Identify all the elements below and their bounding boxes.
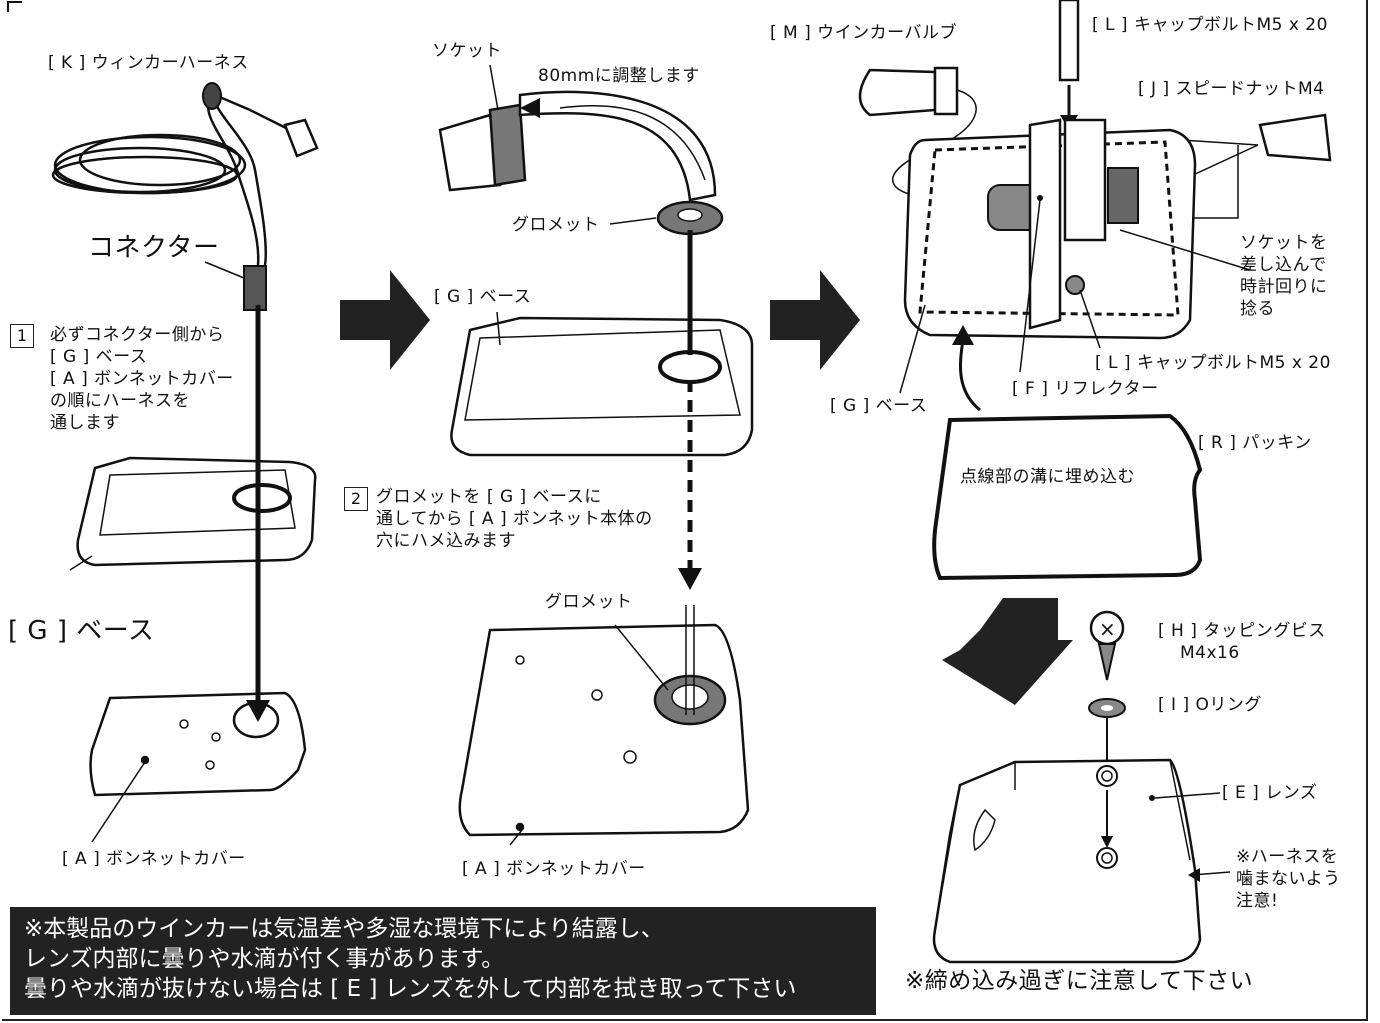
base-leader-1 [69,555,93,571]
base3-leader [899,304,926,394]
packing-note: 点線部の溝に埋め込む [960,467,1135,487]
step-1-text: 必ずコネクター側から [ G ] ベース [ A ] ボンネットカバー の順にハ… [50,324,234,434]
nut-label: [ J ] スピードナットM4 [1138,79,1325,99]
grommet-leader [609,217,657,225]
connector-leader [204,261,245,279]
socket-leader [489,64,499,111]
screw-body [1097,643,1117,681]
bolt-label-bottom: [ L ] キャップボルトM5 x 20 [1095,353,1331,373]
cover-leader-1 [91,761,146,843]
reflector-leader [1019,199,1041,373]
harness-caution-line: 注意! [1236,891,1279,911]
harness-socket [283,118,319,158]
notice-line: 曇りや水滴が抜けない場合は [ E ] レンズを外して内部を拭き取って下さい [24,976,797,1002]
grommet-arrow-head [678,568,702,590]
socket-note-line: 捻る [1240,299,1275,319]
cover-panel1 [89,691,307,797]
harness-drawing [51,93,291,266]
base-leader-2 [496,311,501,346]
screw-size: M4x16 [1180,643,1240,663]
grommet2-leader [614,624,669,691]
step-2-line: グロメットを [ G ] ベースに [376,487,602,507]
base-panel1 [76,456,317,567]
step-1-number: 1 [10,324,34,348]
step-2-line: 穴にハメ込みます [376,531,516,551]
svg-text:×: × [1099,617,1116,641]
grommet-label: グロメット [512,215,600,235]
corner-bracket [7,1,22,12]
bolt-top [1058,0,1080,82]
bulb-drawing [858,66,959,117]
step-1-line: 必ずコネクター側から [50,325,225,345]
next-arrow-1 [340,270,430,370]
connector-shape [243,265,267,311]
connector-label: コネクター [88,233,220,263]
next-arrow-2 [770,270,860,370]
packing-label: [ R ] パッキン [1198,433,1312,453]
base-panel2 [450,316,754,457]
lens-drawing [932,758,1202,964]
reflector-label: [ F ] リフレクター [1012,379,1159,399]
bolt-label-top: [ L ] キャップボルトM5 x 20 [1092,15,1328,35]
lens-leader [1154,792,1221,799]
step-2-number: 2 [344,487,368,511]
cover-label-1: [ A ] ボンネットカバー [62,849,246,869]
oring-label: [ I ] Oリング [1158,695,1262,715]
harness-grommet [202,82,222,110]
packing [932,413,1203,581]
step-2-text: グロメットを [ G ] ベースに 通してから [ A ] ボンネット本体の 穴… [376,486,653,552]
base-label-3: [ G ] ベース [830,396,928,416]
socket-note-line: 差し込んで [1240,255,1327,275]
harness-caution-line: 噛まないよう [1236,869,1341,889]
harness-caution-line: ※ハーネスを [1236,847,1339,867]
step-1-line: [ G ] ベース [50,347,148,367]
condensation-notice: ※本製品のウインカーは気温差や多湿な環境下により結露し、 レンズ内部に曇りや水滴… [10,907,876,1015]
step-2-line: 通してから [ A ] ボンネット本体の [376,509,653,529]
harness-arrow-head [246,700,270,722]
socket-leader-3 [1119,229,1251,271]
bulb-label: [ M ] ウインカーバルブ [770,23,957,43]
down-arrow [942,598,1073,705]
notice-line: レンズ内部に曇りや水滴が付く事があります。 [24,946,505,972]
notice-line: ※本製品のウインカーは気温差や多湿な環境下により結露し、 [24,916,664,942]
adjust-label: 80mmに調整します [538,66,700,86]
cover-leader-2 [509,829,523,846]
step-1-line: 通します [50,413,120,433]
base-label-1: [ G ] ベース [8,616,155,646]
screw-label: [ H ] タッピングビス [1158,621,1326,641]
packing-arrow [952,325,974,345]
grommet-label-2: グロメット [545,592,633,612]
harness-label: [ K ] ウィンカーハーネス [48,53,249,73]
harness-caution: ※ハーネスを 噛まないよう 注意! [1236,846,1341,912]
socket-note-line: 時計回りに [1240,277,1328,297]
cover-panel2 [458,623,750,837]
socket-drawing [438,90,717,202]
lens-label: [ E ] レンズ [1222,783,1318,803]
step-1-line: [ A ] ボンネットカバー [50,369,234,389]
bolt-bottom [1065,275,1085,295]
tighten-note: ※締め込み過ぎに注意して下さい [905,968,1254,994]
socket-label: ソケット [432,41,502,61]
socket-twist-note: ソケットを 差し込んで 時計回りに 捻る [1240,232,1328,320]
socket-installed [1107,167,1139,224]
cover-label-2: [ A ] ボンネットカバー [462,859,646,879]
speed-nut [1258,113,1332,162]
socket-note-line: ソケットを [1240,233,1328,253]
reflector [1028,118,1062,330]
base-label-2: [ G ] ベース [434,287,532,307]
step-1-line: の順にハーネスを [50,391,190,411]
adjust-line [559,105,706,181]
